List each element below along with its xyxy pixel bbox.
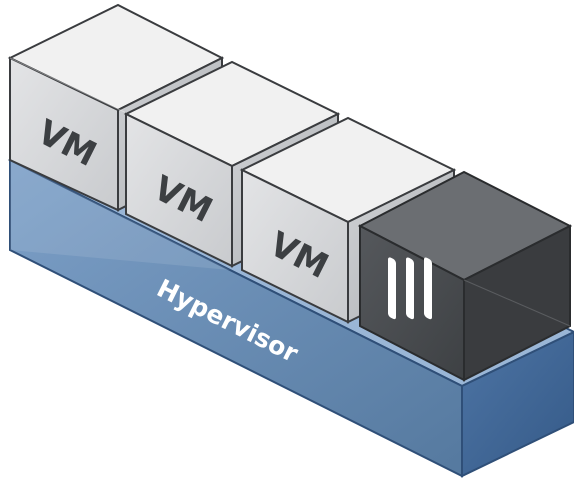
hypervisor-right-face bbox=[461, 330, 574, 478]
three-bars-icon bbox=[388, 257, 432, 320]
hypervisor-highlight bbox=[10, 160, 230, 270]
management-cube-edge-reflection bbox=[463, 279, 571, 327]
management-cube bbox=[357, 170, 573, 382]
